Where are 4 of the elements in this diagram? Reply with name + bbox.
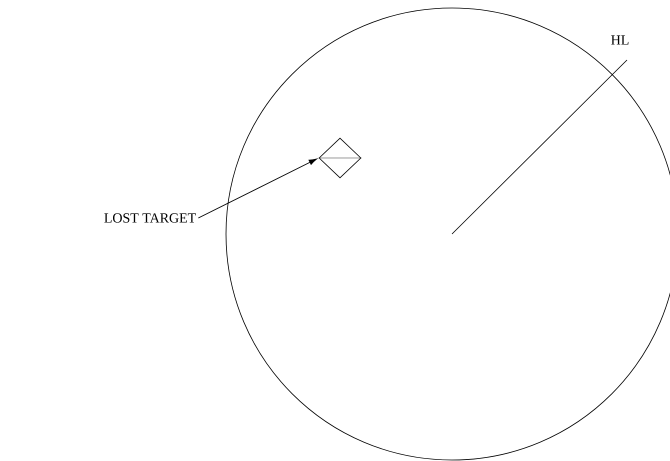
heading-line-label: HL [611,35,628,45]
arrow [198,158,317,218]
target-label: LOST TARGET [104,213,196,223]
target-symbol [318,138,362,178]
